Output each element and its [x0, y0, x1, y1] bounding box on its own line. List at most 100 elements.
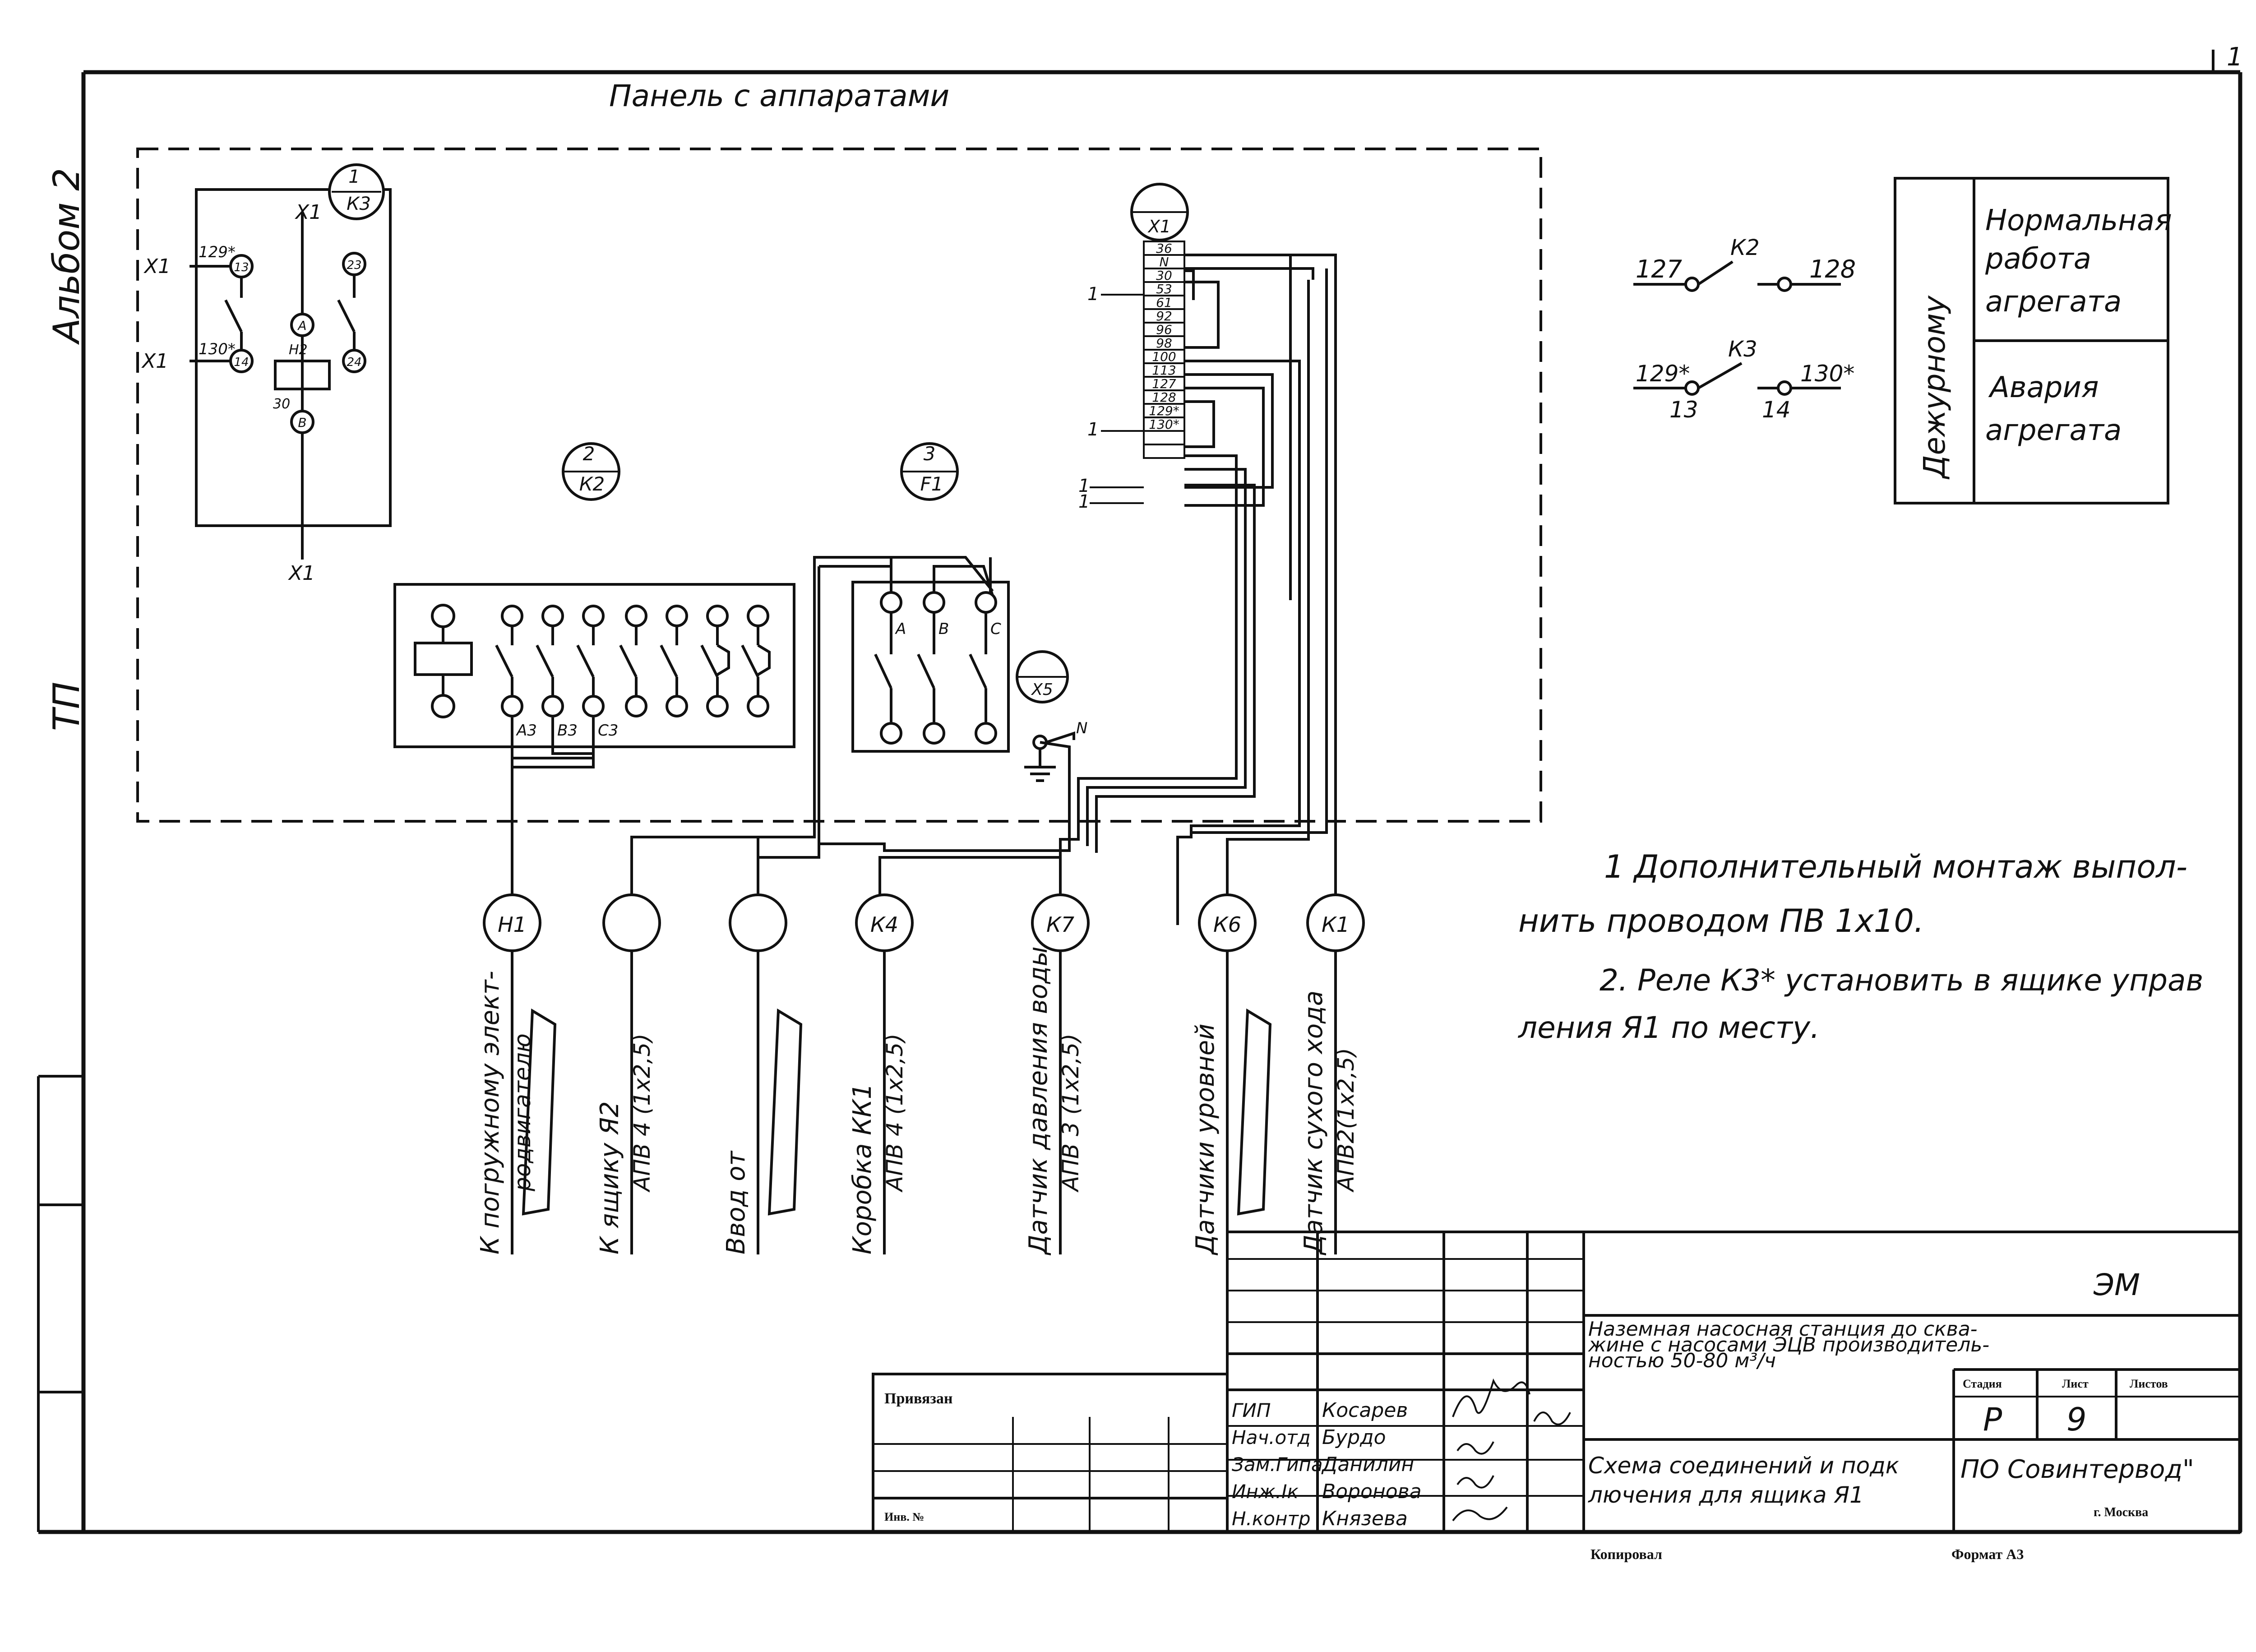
cable-id: К6 [1213, 912, 1241, 937]
tb-organization: ПО Совинтервод" [1960, 1455, 2194, 1484]
signal-row2-line2: агрегата [1985, 414, 2122, 447]
legend-k2-left: 127 [1636, 255, 1682, 283]
x5-badge-code: Х5 [1031, 680, 1053, 699]
terminal-label: 100 [1152, 349, 1176, 364]
k3-pin-13: 13 [234, 261, 249, 274]
cable-spec: АПВ 4 (1х2,5) [629, 1033, 655, 1193]
terminal-label: 53 [1156, 282, 1172, 296]
f1-breaker-block [757, 442, 1010, 925]
k3-coil-top: Н2 [289, 342, 308, 358]
k3-pin-14: 14 [234, 356, 249, 369]
terminal-label: 61 [1156, 295, 1172, 310]
tb-drawing-1: Схема соединений и подк [1588, 1453, 1899, 1479]
cable-tag [1237, 1008, 1272, 1216]
cable-desc: Датчик сухого хода [1299, 990, 1328, 1256]
staff-role: Нач.отд [1232, 1426, 1311, 1448]
cable-marker [602, 893, 661, 952]
k3-x1-left-b: Х1 [141, 350, 168, 373]
terminal-label: 127 [1152, 376, 1176, 391]
panel-boundary [136, 148, 1542, 823]
staff-name: Воронова [1322, 1480, 1422, 1503]
cable-tag [522, 1008, 557, 1216]
tb-drawing-2: лючения для ящика Я1 [1588, 1482, 1864, 1508]
tb-project-2: жине с насосами ЭЦВ производитель- [1588, 1333, 1989, 1356]
legend-contacts [1633, 260, 1841, 396]
staff-role: Зам.Гипа [1232, 1453, 1323, 1476]
sheet-frame [37, 50, 2242, 1534]
note-2-line2: ления Я1 по месту. [1517, 1010, 1820, 1045]
k3-badge-num: 1 [348, 167, 360, 187]
cable-desc: Ввод от [721, 1151, 751, 1254]
cable-id: К7 [1046, 912, 1074, 937]
note-2-line1: 2. Реле К3* установить в ящике управ [1600, 963, 2203, 998]
strip-mark-leaders [1090, 294, 1144, 504]
legend-k2-right: 128 [1809, 255, 1856, 283]
strip-mark-3: 1 [1078, 476, 1090, 496]
cable-desc: К ящику Я2 [595, 1101, 624, 1254]
strip-mark-4: 1 [1078, 491, 1090, 512]
note-1-line1: 1 Дополнительный монтаж выпол- [1604, 848, 2187, 885]
k3-wire-129: 129* [199, 243, 236, 261]
terminal-label: 113 [1152, 363, 1176, 378]
legend-k2-name: К2 [1730, 235, 1760, 260]
terminal-label: 92 [1156, 309, 1172, 324]
k2-term-a3: А3 [516, 722, 537, 740]
strip-mark-1: 1 [1087, 284, 1099, 305]
terminal-label: 130* [1149, 417, 1179, 432]
staff-name: Данилин [1321, 1453, 1414, 1476]
signature-marks [1452, 1378, 1571, 1522]
legend-k3-pin-left: 13 [1669, 397, 1698, 423]
tb-stage-header: Стадия [1963, 1377, 2002, 1390]
cable-spec: АПВ 3 (1х2,5) [1058, 1033, 1084, 1193]
terminal-label: 98 [1156, 336, 1172, 351]
staff-role: Н.контр [1232, 1508, 1311, 1530]
staff-name: Косарев [1322, 1399, 1408, 1422]
title-block-grid [872, 1231, 2242, 1533]
album-label: Альбом 2 [46, 168, 88, 345]
k2-term-c3: С3 [598, 722, 618, 740]
panel-title: Панель с аппаратами [609, 79, 949, 113]
f1-term-b: В [938, 620, 949, 638]
f1-term-a: А [895, 620, 906, 638]
x5-ground-terminal [1016, 650, 1075, 852]
signal-row1-line1: Нормальная [1985, 204, 2172, 237]
tb-project-3: ностью 50-80 м³/ч [1588, 1349, 1776, 1372]
tb-stage-value: Р [1983, 1401, 2002, 1438]
signal-table [1894, 177, 2169, 504]
k3-x1-top: Х1 [295, 201, 322, 224]
k3-pin-a: А [297, 318, 306, 333]
terminal-label: 129* [1149, 403, 1179, 418]
strip-mark-2: 1 [1087, 419, 1099, 440]
k3-x1-left-a: Х1 [143, 255, 171, 278]
cable-spec: АПВ 4 (1х2,5) [882, 1033, 908, 1193]
f1-badge-code: F1 [920, 473, 943, 495]
sheet-number: 1 [2227, 42, 2243, 72]
tb-sheet-header: Лист [2062, 1377, 2089, 1390]
cable-id: К4 [870, 912, 898, 937]
terminal-label: 30 [1156, 268, 1172, 283]
staff-name: Князева [1322, 1507, 1408, 1530]
tb-privyazan: Привязан [884, 1390, 953, 1407]
f1-badge-num: 3 [924, 443, 936, 465]
tb-format: Формат А3 [1951, 1546, 2024, 1562]
note-1-line2: нить проводом ПВ 1х10. [1518, 902, 1924, 939]
x1-terminal-strip [1130, 183, 1189, 459]
cable-spec: АПВ2(1х2,5) [1333, 1048, 1359, 1193]
signal-row2-line1: Авария [1988, 371, 2099, 404]
cable-id: Н1 [498, 912, 527, 937]
tb-sheets-header: Листов [2130, 1377, 2168, 1390]
k2-badge-num: 2 [583, 443, 595, 465]
k3-pin-23: 23 [347, 259, 361, 272]
staff-role: ГИП [1232, 1399, 1271, 1421]
k3-badge-code: К3 [347, 194, 371, 214]
tb-copied: Копировал [1590, 1546, 1662, 1562]
k2-term-b3: В3 [557, 722, 578, 740]
terminal-label: 36 [1156, 241, 1172, 256]
staff-name: Бурдо [1322, 1426, 1386, 1449]
cable-desc: Коробка КК1 [848, 1083, 877, 1254]
cable-desc: Датчик давления воды [1024, 946, 1053, 1256]
k3-x1-bottom: Х1 [288, 562, 315, 585]
k2-badge-code: К2 [579, 473, 605, 495]
